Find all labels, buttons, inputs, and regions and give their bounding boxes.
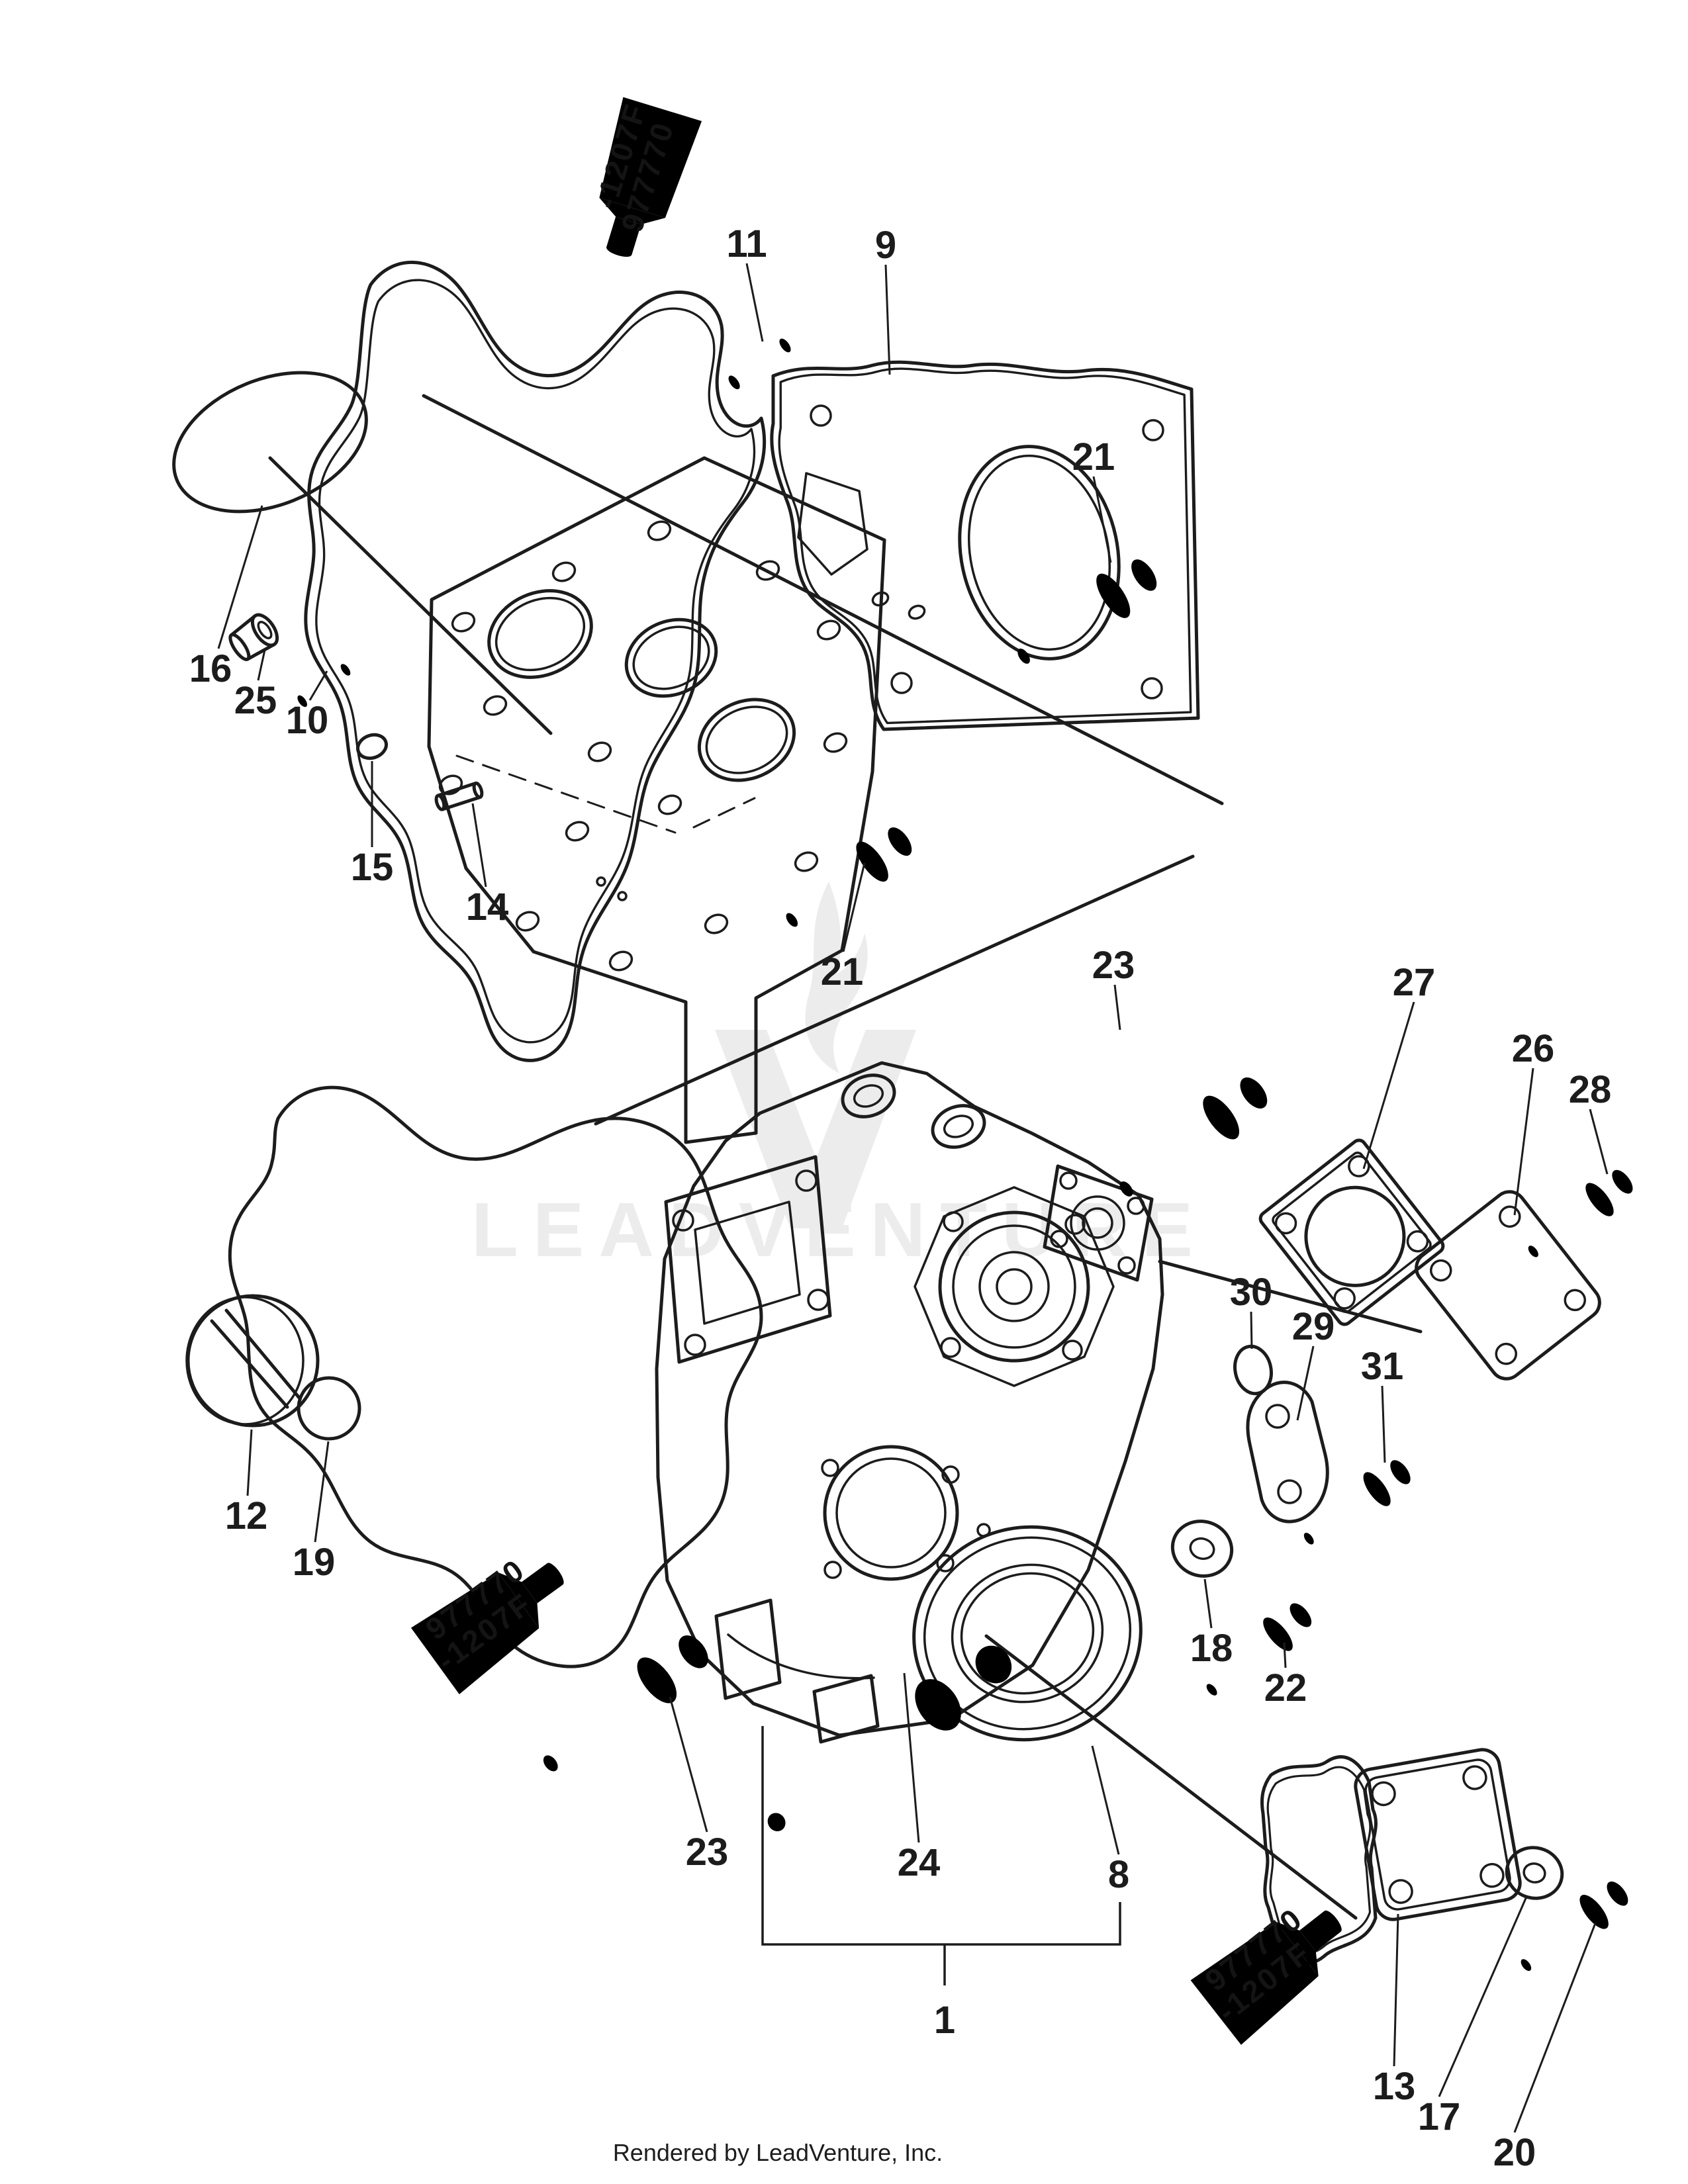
callout-28-label: 28	[1569, 1068, 1612, 1111]
callout-29-leader	[1296, 1345, 1315, 1421]
callout-13-leader	[1393, 1913, 1399, 2067]
callout-18-leader	[1203, 1578, 1213, 1629]
gasket-9-holes	[810, 404, 1164, 700]
leadventure-watermark: LEADVENTURE	[471, 882, 1207, 1273]
callout-24-label: 24	[898, 1841, 941, 1884]
watermark-text: LEADVENTURE	[471, 1187, 1207, 1273]
part-bolt-24	[753, 1631, 1025, 1850]
part-gasket-27	[1258, 1138, 1445, 1326]
part-plug-25	[228, 613, 279, 662]
callout-19-label: 19	[293, 1541, 336, 1584]
callout-17-label: 17	[1418, 2095, 1461, 2138]
callout-11-leader	[745, 263, 764, 342]
callout-18-label: 18	[1190, 1627, 1233, 1670]
part-pin-14	[434, 781, 484, 811]
callout-leader-lines	[217, 263, 1609, 2133]
callout-20-leader	[1513, 1923, 1597, 2133]
callout-13-label: 13	[1373, 2065, 1416, 2108]
assembly-bracket-1	[761, 1726, 1121, 1985]
part-sealant-tube-lower-left: 977770 -1207F	[410, 1537, 583, 1694]
part-gear-case-housing	[655, 1061, 1164, 1744]
callout-21-leader	[1092, 476, 1112, 563]
callout-31-leader	[1381, 1385, 1386, 1463]
callout-9-leader	[884, 264, 891, 375]
part-cover-29	[1246, 1381, 1329, 1524]
callout-16-label: 16	[189, 647, 232, 690]
callout-15-label: 15	[351, 846, 394, 889]
callout-26-leader	[1513, 1068, 1534, 1216]
part-bolt-21-top	[1006, 548, 1166, 680]
callout-30-label: 30	[1230, 1271, 1273, 1314]
part-oval-15	[356, 733, 388, 760]
callout-21-label: 21	[1072, 435, 1115, 478]
part-washer-17	[1505, 1846, 1564, 1900]
flame-logo-icon	[805, 882, 868, 1073]
callout-23-label: 23	[686, 1831, 729, 1874]
callout-23-label: 23	[1092, 944, 1135, 987]
callout-12-label: 12	[225, 1494, 268, 1537]
part-cap-12	[185, 1294, 320, 1428]
part-timing-gear-case-plate	[427, 456, 886, 1144]
callout-25-leader	[257, 649, 266, 681]
part-oring-30	[1233, 1344, 1273, 1396]
part-oring-16	[172, 371, 368, 514]
part-oil-seal-8	[912, 1525, 1143, 1742]
callout-28-leader	[1589, 1109, 1609, 1175]
callout-23-leader	[1113, 984, 1121, 1030]
callout-22-label: 22	[1264, 1666, 1307, 1709]
callout-30-leader	[1250, 1311, 1253, 1349]
v-logo-icon	[715, 1030, 916, 1228]
part-gasket-cover-13	[1260, 1755, 1378, 1965]
callout-31-label: 31	[1361, 1345, 1404, 1388]
callout-8-label: 8	[1108, 1853, 1129, 1896]
callout-9-label: 9	[875, 224, 896, 267]
plate-bolt-holes	[438, 520, 848, 972]
callout-23-leader	[669, 1696, 708, 1833]
part-bolt-20	[1510, 1872, 1636, 1984]
callout-26-label: 26	[1512, 1027, 1555, 1070]
part-stud-11	[726, 336, 793, 392]
callout-10-label: 10	[286, 699, 329, 742]
callout-19-leader	[314, 1441, 330, 1543]
callout-25-label: 25	[234, 679, 277, 722]
callout-10-leader	[308, 670, 328, 701]
part-bolt-23-lower	[529, 1623, 720, 1789]
callout-14-label: 14	[466, 886, 509, 929]
callout-22-leader	[1283, 1642, 1287, 1668]
callout-20-label: 20	[1493, 2131, 1536, 2174]
callout-17-leader	[1438, 1896, 1528, 2097]
callout-21-leader	[842, 862, 866, 952]
callout-27-label: 27	[1393, 961, 1436, 1004]
part-washer-18	[1170, 1520, 1234, 1578]
part-bolt-31	[1293, 1451, 1419, 1557]
callout-1-label: 1	[934, 1999, 955, 2042]
part-sealant-tube-top: 977770 -1207F	[578, 97, 702, 267]
callout-16-leader	[217, 505, 263, 649]
callout-21-label: 21	[821, 950, 864, 993]
part-gasket-9	[770, 360, 1200, 731]
part-plate-13	[1354, 1748, 1522, 1921]
callout-14-leader	[471, 803, 487, 887]
part-gasket-upper	[304, 261, 767, 1062]
part-oring-19	[297, 1376, 361, 1441]
callout-8-leader	[1091, 1745, 1120, 1855]
callout-27-leader	[1362, 1001, 1415, 1169]
callout-12-leader	[246, 1429, 253, 1496]
footer-credit: Rendered by LeadVenture, Inc.	[612, 2139, 943, 2166]
callout-24-leader	[903, 1672, 920, 1843]
callout-29-label: 29	[1292, 1305, 1335, 1348]
callout-11-label: 11	[726, 222, 767, 265]
bracket-line	[761, 1726, 1121, 1946]
part-plate-26	[1415, 1190, 1601, 1381]
